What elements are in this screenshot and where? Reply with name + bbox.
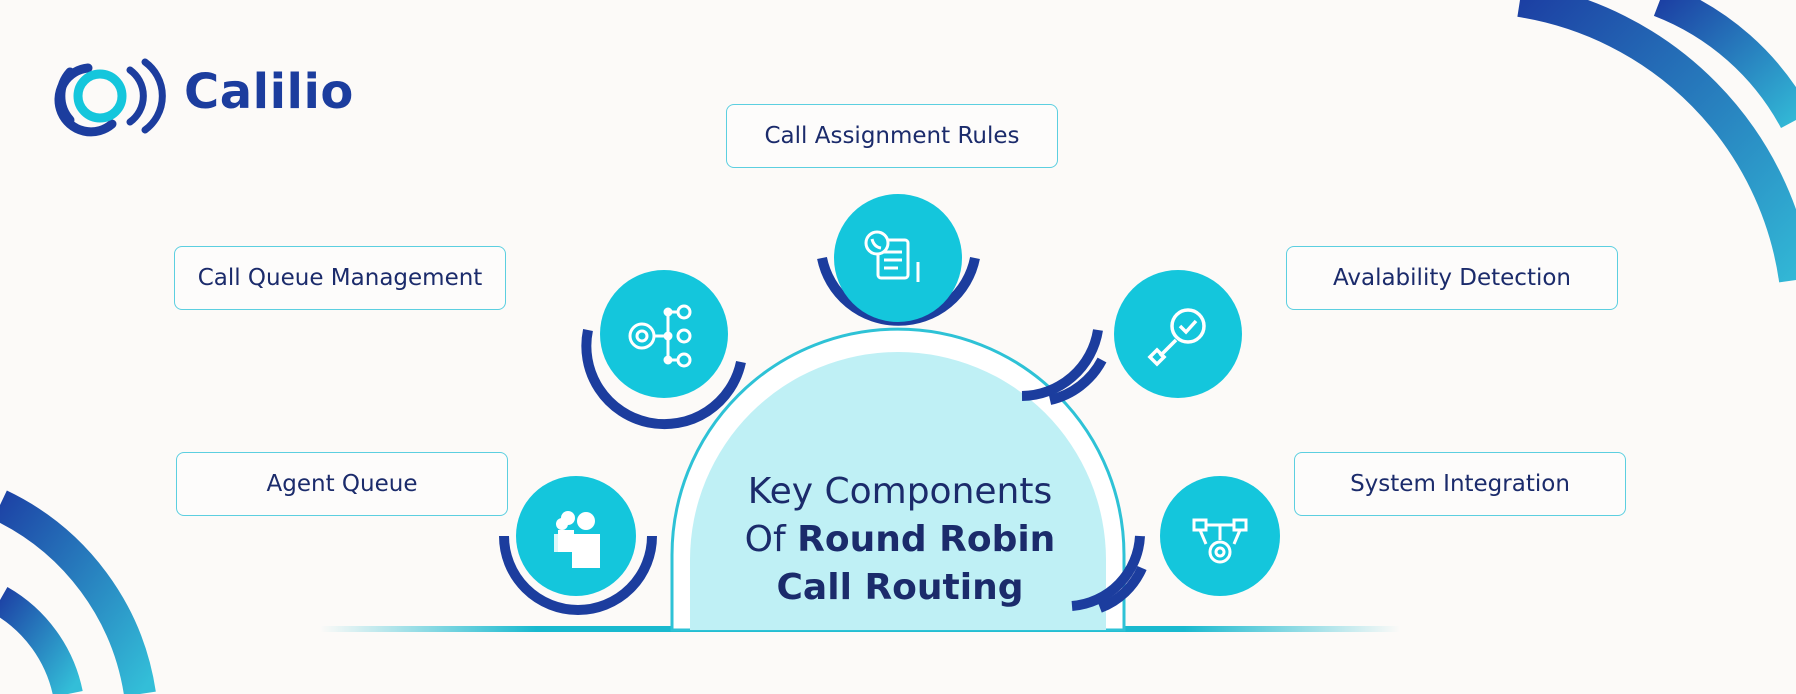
center-title-line2: Of Round Robin <box>700 516 1100 564</box>
label-call-queue-management: Call Queue Management <box>174 246 506 310</box>
calilio-logo-icon <box>54 58 166 137</box>
bottom-left-arc-decor <box>0 490 156 694</box>
label-call-assignment-rules: Call Assignment Rules <box>726 104 1058 168</box>
node-agent-queue <box>499 476 657 615</box>
node-call-queue-management <box>581 270 746 430</box>
people-group-icon <box>554 511 600 568</box>
node-call-assignment-rules <box>817 194 980 326</box>
label-system-integration: System Integration <box>1294 452 1626 516</box>
center-title-line2-bold: Round Robin <box>797 519 1056 560</box>
label-availability-detection: Avalability Detection <box>1286 246 1618 310</box>
center-title-line1: Key Components <box>747 471 1053 512</box>
center-title: Key Components Of Round Robin Call Routi… <box>700 468 1100 612</box>
label-agent-queue: Agent Queue <box>176 452 508 516</box>
brand-name: Calilio <box>184 64 354 120</box>
gear-clock-agents-icon <box>628 304 692 368</box>
central-dome <box>670 327 1126 632</box>
node-system-integration <box>1071 476 1280 613</box>
gear-network-icon <box>1192 518 1248 564</box>
magnifier-check-icon <box>1147 308 1206 367</box>
phone-document-icon <box>864 230 920 282</box>
center-title-line2-prefix: Of <box>744 519 798 560</box>
center-title-line3: Call Routing <box>700 564 1100 612</box>
node-availability-detection <box>1021 270 1242 405</box>
center-title-line3-bold: Call Routing <box>776 567 1024 608</box>
top-right-arc-decor <box>1517 0 1796 283</box>
